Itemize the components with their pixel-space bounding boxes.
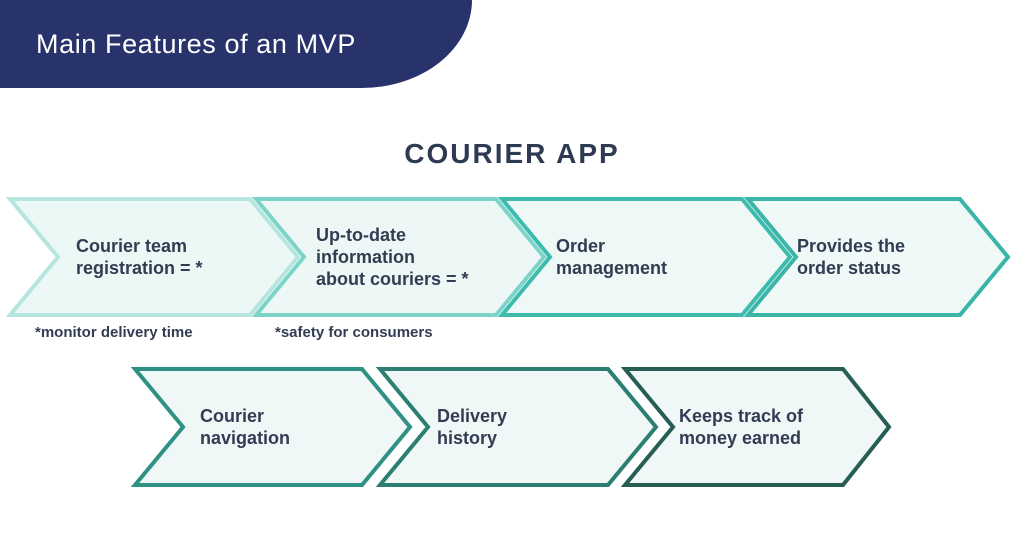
- label-line: Keeps track of: [679, 406, 804, 426]
- chevron-shape-provides-order-status: [743, 197, 1011, 317]
- chevron-shapes-row-2: [130, 367, 892, 487]
- label-line: Order: [556, 236, 606, 256]
- feature-row-1: Courier team registration = * Up-to-date…: [0, 197, 1024, 317]
- banner: Main Features of an MVP: [0, 0, 472, 88]
- label-line: management: [556, 258, 668, 278]
- footnote-monitor-delivery-time: *monitor delivery time: [35, 324, 193, 341]
- label-line: about couriers = *: [316, 269, 469, 289]
- label-line: information: [316, 247, 415, 267]
- chevron-shapes-row-1: [5, 197, 1011, 317]
- label-line: history: [437, 428, 498, 448]
- chevron-shape-order-management: [497, 197, 793, 317]
- label-line: Delivery: [437, 406, 508, 426]
- chevron-label-courier-navigation: Courier navigation: [200, 367, 290, 487]
- chevron-label-courier-team-registration: Courier team registration = *: [76, 197, 203, 317]
- footnote-safety-for-consumers: *safety for consumers: [275, 324, 433, 341]
- chevron-label-provides-order-status: Provides the order status: [797, 197, 905, 317]
- label-line: Provides the: [797, 236, 906, 256]
- chevron-label-up-to-date-information: Up-to-date information about couriers = …: [316, 197, 469, 317]
- chevron-label-order-management: Order management: [556, 197, 667, 317]
- banner-title: Main Features of an MVP: [36, 28, 356, 59]
- chevron-label-delivery-history: Delivery history: [437, 367, 507, 487]
- label-line: registration = *: [76, 258, 203, 278]
- label-line: Courier: [200, 406, 265, 426]
- page-title: COURIER APP: [404, 138, 620, 169]
- chevron-shape-courier-navigation: [130, 367, 413, 487]
- feature-row-2: Courier navigation Delivery history Keep…: [0, 367, 1024, 487]
- label-line: money earned: [679, 428, 802, 448]
- label-line: order status: [797, 258, 902, 278]
- label-line: Up-to-date: [316, 225, 406, 245]
- chevron-shape-courier-team-registration: [5, 197, 301, 317]
- chevron-shape-keeps-track-money: [620, 367, 892, 487]
- label-line: Courier team: [76, 236, 188, 256]
- label-line: navigation: [200, 428, 291, 448]
- chevron-shape-delivery-history: [375, 367, 659, 487]
- chevron-shape-up-to-date-information: [251, 197, 547, 317]
- chevron-label-keeps-track-money: Keeps track of money earned: [679, 367, 803, 487]
